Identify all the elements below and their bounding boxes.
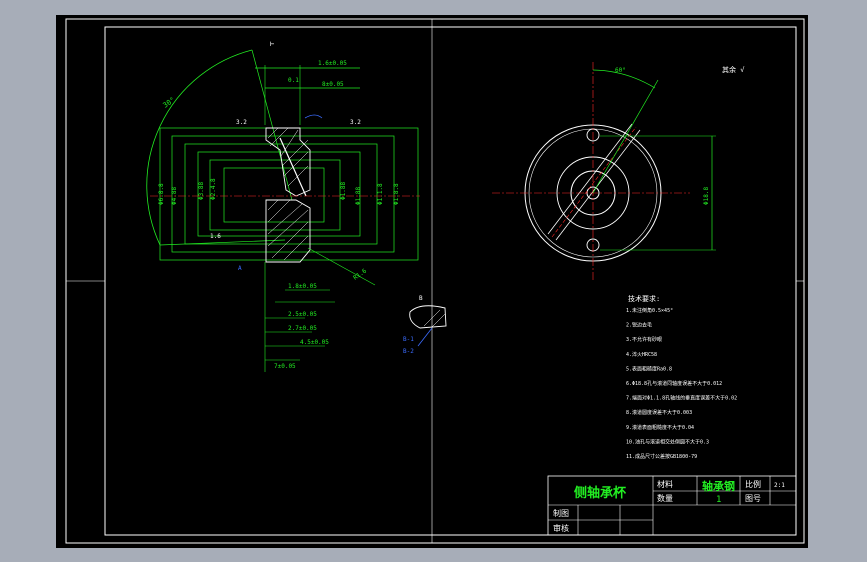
tech-note-item: 8.滚道圆度误差不大于0.003: [626, 409, 692, 416]
dim-box-2: [171, 135, 395, 253]
slot-hatch: [551, 126, 637, 238]
dim-len-3: 2.5±0.05: [288, 311, 317, 318]
dim-box-6: [223, 167, 325, 223]
scale-label: 比例: [745, 479, 761, 489]
drafter-label: 制图: [553, 508, 569, 518]
dim-right-d4: Φ1.8.8: [393, 183, 400, 205]
tech-note-item: 4.淬火HRC58: [626, 351, 657, 358]
technical-notes: 技术要求: 1.未注倒角0.5×45° 2.锐边去毛 3.不允许有砂眼 4.淬火HRC…: [626, 294, 737, 460]
detail-mark-2: B-2: [403, 348, 414, 355]
small-mark-a: A: [238, 265, 242, 272]
roughness-mark-2: 3.2: [350, 119, 361, 126]
top-small-mark: ⊢: [270, 40, 274, 48]
scale-value: 2:1: [774, 482, 785, 489]
detail-mark-1: B-1: [403, 336, 414, 343]
dim-right-d1: Φ1.88: [340, 182, 347, 200]
dim-box-3: [184, 143, 378, 245]
tech-note-item: 5.表面粗糙度Ra0.8: [626, 365, 672, 372]
angle-arc: [146, 49, 253, 246]
roughness-mark-3: 1.6: [210, 233, 221, 240]
dim-len-4: 2.7±0.05: [288, 325, 317, 332]
detail-hatch-2: [431, 313, 446, 328]
radius-leader: [307, 247, 376, 286]
dim-right-d2: Φ1.88: [355, 187, 362, 205]
angle-leader-2: [159, 239, 286, 246]
checker-label: 审核: [553, 523, 569, 533]
top-dim-label-2: 8±0.05: [322, 81, 344, 88]
tech-note-item: 6.Φ18.8孔与滚道同轴度误差不大于0.012: [626, 380, 722, 387]
qty-value: 1: [716, 495, 721, 505]
top-dim-label-1: 1.6±0.05: [318, 60, 347, 67]
tech-note-item: 3.不允许有砂眼: [626, 336, 662, 343]
part-section-bottom: [265, 199, 311, 263]
detail-label: B: [419, 295, 423, 302]
detail-profile: [409, 305, 447, 329]
blue-leader-1: [304, 114, 323, 119]
circular-end-view: 60° Φ18.8 其余 √: [492, 62, 745, 280]
material-label: 材料: [657, 479, 673, 489]
height-dim-label: Φ18.8: [703, 187, 710, 205]
part-name: 侧轴承杯: [574, 485, 627, 501]
angle-label-60: 60°: [615, 67, 626, 74]
tech-note-item: 10.油孔与滚道相交处倒圆不大于0.3: [626, 438, 709, 445]
angle-arc-60: [592, 69, 656, 89]
oil-hole: [279, 137, 307, 197]
qty-label: 数量: [657, 493, 673, 503]
corner-roughness: 其余 √: [722, 65, 745, 74]
section-view: 30° 1.6±0.05 8±0.05 0.1 ⊢ Φ6.8.8 Φ4.88 Φ…: [146, 40, 420, 372]
tech-note-item: 1.未注倒角0.5×45°: [626, 307, 673, 314]
dim-len-2: 1.8±0.05: [288, 283, 317, 290]
dim-box-5: [209, 159, 341, 231]
tech-note-item: 9.滚道表面粗糙度不大于0.04: [626, 424, 694, 431]
detail-view-b: B B-1 B-2: [403, 295, 447, 355]
dim-outer-d1: Φ6.8.8: [158, 183, 165, 205]
tech-note-item: 7.端面对Φ1.1.8孔轴线的垂直度误差不大于0.02: [626, 395, 737, 402]
dim-inner-d2: Φ2.4.8: [210, 178, 217, 200]
tech-note-item: 11.成品尺寸公差按GB1800-79: [626, 453, 697, 460]
top-dim-label-3: 0.1: [288, 77, 299, 84]
material-value: 轴承钢: [702, 479, 735, 493]
hatch-lines: [267, 127, 309, 261]
detail-hatch-1: [423, 309, 441, 327]
detail-leader: [417, 327, 433, 347]
title-block-frame: [547, 475, 797, 536]
dim-right-d3: Φ1.1.8: [377, 183, 384, 205]
title-block: 侧轴承杯 材料 轴承钢 比例 2:1 数量 1 图号 制图 审核: [547, 475, 797, 536]
tech-note-item: 2.锐边去毛: [626, 322, 652, 329]
dim-len-6: 7±0.05: [274, 363, 296, 370]
angle-leader-60: [592, 79, 659, 194]
roughness-mark-1: 3.2: [236, 119, 247, 126]
dim-len-5: 4.5±0.05: [300, 339, 329, 346]
notes-title: 技术要求:: [628, 294, 660, 303]
drawing-no-label: 图号: [745, 494, 761, 503]
slot-edge-2: [547, 123, 633, 235]
part-section-top: [265, 127, 311, 197]
dim-inner-d1: Φ3.88: [198, 182, 205, 200]
bottom-dim-chain: [264, 262, 335, 372]
